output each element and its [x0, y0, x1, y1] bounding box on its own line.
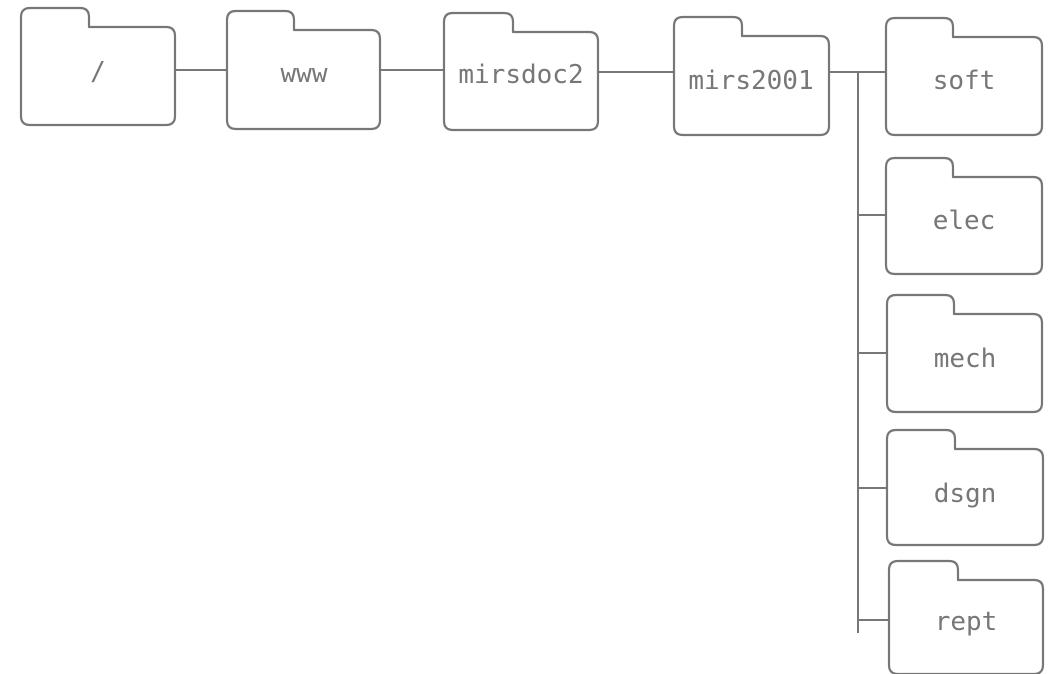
folder-label: soft — [933, 66, 996, 96]
folder-rept[interactable]: rept — [887, 559, 1045, 674]
folder-label: dsgn — [934, 479, 997, 509]
folder-icon — [884, 156, 1044, 276]
folder-soft[interactable]: soft — [884, 16, 1044, 137]
folder-label: www — [281, 59, 328, 89]
folder-icon — [225, 9, 382, 131]
folder-mech[interactable]: mech — [885, 293, 1044, 414]
folder-label: elec — [933, 206, 996, 236]
folder-icon — [442, 11, 600, 132]
folder-www[interactable]: www — [225, 9, 382, 131]
folder-label: / — [90, 57, 106, 87]
folder-label: mech — [934, 344, 997, 374]
folder-icon — [885, 428, 1045, 547]
folder-icon — [885, 293, 1044, 414]
folder-mirs2001[interactable]: mirs2001 — [672, 15, 831, 137]
folder-mirsdoc2[interactable]: mirsdoc2 — [442, 11, 600, 132]
folder-dsgn[interactable]: dsgn — [885, 428, 1045, 547]
connectors — [175, 69, 890, 633]
folder-label: mirs2001 — [688, 66, 813, 96]
folder-icon — [672, 15, 831, 137]
folder-label: rept — [935, 607, 998, 637]
folder-label: mirsdoc2 — [458, 60, 583, 90]
folder-icon — [884, 16, 1044, 137]
folder-icon — [19, 6, 177, 127]
folder-elec[interactable]: elec — [884, 156, 1044, 276]
folder-root[interactable]: / — [19, 6, 177, 127]
